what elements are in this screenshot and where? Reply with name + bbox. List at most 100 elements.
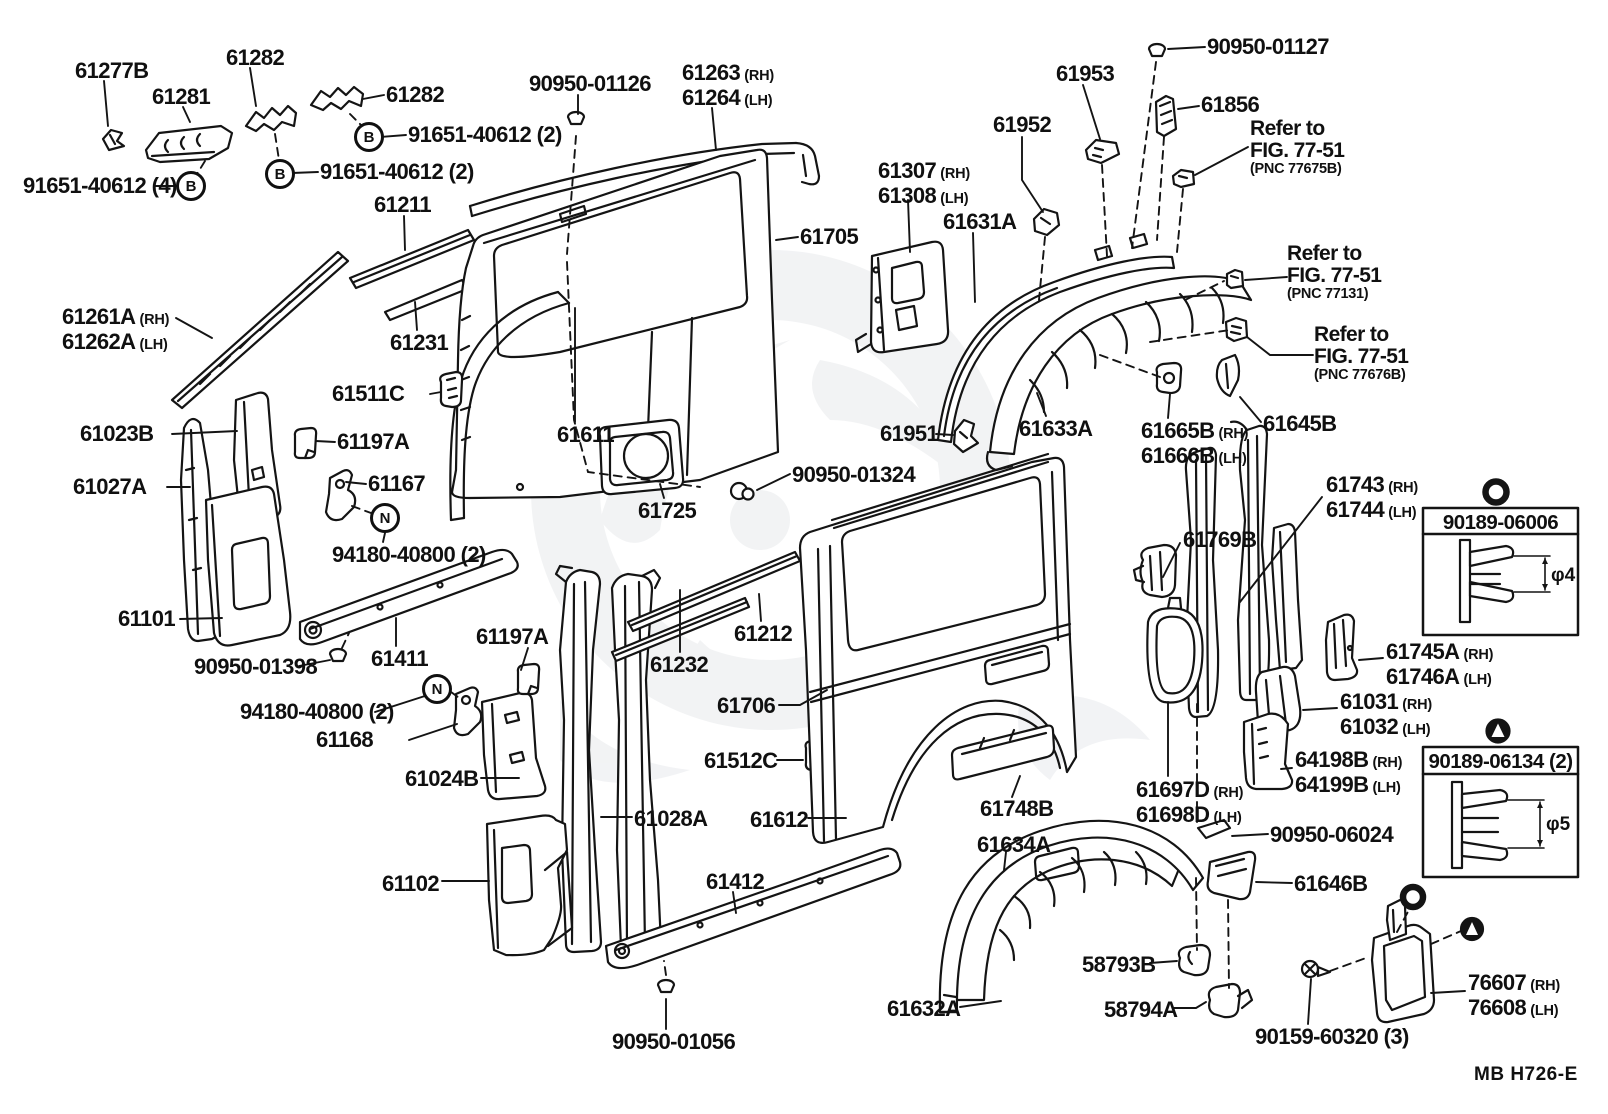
part-label-61645b: 61645B (1263, 411, 1337, 436)
part-label-90950-01126: 90950-01126 (529, 71, 651, 96)
screw-90950-01056-drawing (656, 978, 676, 994)
clip-61952-drawing (1032, 207, 1061, 237)
part-label-61282-2: 61282 (386, 82, 445, 107)
bracket-61281-drawing (144, 124, 234, 164)
ring-fastener-icon-2 (1399, 883, 1427, 911)
rail-61231-drawing (383, 278, 469, 322)
part-label-61197a-2: 61197A (476, 624, 549, 649)
clip-61769b-drawing (1132, 543, 1178, 599)
ring-fastener-icon-1 (1482, 478, 1510, 506)
part-label-61646b: 61646B (1294, 871, 1368, 896)
bracket-61745a-drawing (1324, 613, 1359, 682)
part-label-94180-40800-2: 94180-40800 (2) (240, 699, 394, 724)
side-panel-61705-drawing (450, 148, 780, 500)
bracket-61282-drawing-2 (309, 85, 365, 112)
part-label-61632a: 61632A (887, 996, 961, 1021)
part-label-91651-40612-2b: 91651-40612 (2) (320, 159, 474, 184)
detail-box-dim-phi5: φ5 (1546, 814, 1571, 835)
part-label-58794a: 58794A (1104, 997, 1178, 1022)
part-label-61633a: 61633A (1019, 416, 1093, 441)
part-label-90950-06024: 90950-06024 (1270, 822, 1394, 847)
part-label-61665b-61666b: 61665B(RH) 61666B(LH) (1141, 418, 1249, 468)
part-label-61743-61744: 61743(RH) 61744(LH) (1326, 472, 1418, 522)
detail-box-title-90189-06006: 90189-06006 (1442, 511, 1559, 534)
part-label-90950-01127: 90950-01127 (1207, 34, 1329, 59)
cowl-panel-61101-drawing (204, 485, 292, 647)
part-label-61211: 61211 (374, 192, 432, 217)
part-label-61231: 61231 (390, 330, 449, 355)
panel-61307-drawing (854, 240, 950, 354)
b-pillar-61028a-drawing (554, 564, 603, 954)
part-label-61024b: 61024B (405, 766, 479, 791)
screw-90159-60320-drawing (1300, 959, 1332, 979)
clip-fig7751-77131-drawing (1225, 268, 1245, 290)
bolt-symbol-b-icon-3: B (176, 171, 206, 201)
clip-61277b-drawing (101, 128, 126, 152)
bolt-symbol-b-icon-2: B (265, 159, 295, 189)
rocker-61412-drawing (604, 847, 902, 970)
pillar-61024b-drawing (480, 691, 547, 801)
rocker-61411-drawing (298, 548, 519, 646)
part-label-61102: 61102 (382, 871, 440, 896)
part-label-90950-01324: 90950-01324 (792, 462, 916, 487)
part-label-61027a: 61027A (73, 474, 147, 499)
part-label-61167: 61167 (368, 471, 426, 496)
part-label-91651-40612-2a: 91651-40612 (2) (408, 122, 562, 147)
pillar-strip-rear-drawing (1270, 522, 1304, 672)
part-label-61511c: 61511C (332, 381, 405, 406)
part-label-61263-61264: 61263(RH) 61264(LH) (682, 60, 774, 110)
bolt-symbol-b-icon-1: B (354, 122, 384, 152)
bracket-64198b-drawing (1242, 712, 1294, 791)
bracket-61953-drawing (1084, 138, 1121, 165)
bracket-61167-drawing (324, 469, 357, 522)
mud-flap-76607-drawing (1370, 898, 1436, 1024)
part-label-76607-76608: 76607(RH) 76608(LH) (1468, 970, 1560, 1020)
part-label-61705: 61705 (800, 224, 859, 249)
figure-code: MB H726-E (1474, 1064, 1578, 1085)
part-label-61282-1: 61282 (226, 45, 285, 70)
retainer-61856-drawing (1154, 94, 1178, 138)
part-label-61634a: 61634A (977, 832, 1051, 857)
part-label-61232: 61232 (650, 652, 709, 677)
part-label-61697d-61698d: 61697D(RH) 61698D(LH) (1136, 777, 1244, 827)
triangle-fastener-icon-1 (1485, 718, 1511, 744)
quarter-panel-61612-drawing (798, 452, 1078, 844)
arch-61632a-drawing (938, 819, 1205, 1014)
part-label-61512c: 61512C (704, 748, 778, 773)
gusset-61645b-drawing (1215, 353, 1241, 398)
part-label-64198b-64199b: 64198B(RH) 64199B(LH) (1295, 747, 1403, 797)
bracket-61168-drawing (452, 686, 483, 737)
part-label-90950-01398: 90950-01398 (194, 654, 318, 679)
extension-61646b-drawing (1206, 850, 1257, 901)
detail-box-dim-phi4: φ4 (1551, 565, 1576, 586)
plate-61697d-drawing (1146, 596, 1204, 704)
part-label-61307-61308: 61307(RH) 61308(LH) (878, 158, 970, 208)
screw-90950-01398-drawing (328, 647, 348, 663)
part-label-91651-40612-4: 91651-40612 (4) (23, 173, 177, 198)
part-label-90950-01056: 90950-01056 (612, 1029, 736, 1054)
clip-61511c-drawing (439, 370, 464, 409)
garnish-61748b-drawing (950, 724, 1056, 781)
nut-symbol-n-icon-1: N (370, 503, 400, 533)
hinge-pillar-61102-drawing (485, 814, 574, 957)
fastener-detail-box-90189-06134 (1421, 745, 1580, 879)
fastener-detail-box-90189-06006 (1421, 506, 1580, 637)
nut-symbol-n-icon-2: N (422, 674, 452, 704)
clip-58793b-drawing (1177, 943, 1212, 977)
shim-90950-06024-drawing (1196, 818, 1232, 840)
triangle-fastener-icon-2 (1459, 916, 1485, 942)
part-label-61261a-61262a: 61261A(RH) 61262A(LH) (62, 304, 170, 354)
part-label-61745a-61746a: 61745A(RH) 61746A(LH) (1386, 639, 1494, 689)
leader-lines (103, 46, 1466, 1030)
part-label-61197a-1: 61197A (337, 429, 410, 454)
part-label-61277b: 61277B (75, 58, 149, 83)
part-label-61631a: 61631A (943, 209, 1017, 234)
screw-90950-01127-drawing (1147, 42, 1167, 58)
part-label-61412: 61412 (706, 869, 765, 894)
part-label-61856: 61856 (1201, 92, 1260, 117)
part-label-90159-60320: 90159-60320 (3) (1255, 1024, 1409, 1049)
part-label-61612: 61612 (750, 807, 809, 832)
clip-fig7751-77675b-drawing (1171, 168, 1196, 189)
